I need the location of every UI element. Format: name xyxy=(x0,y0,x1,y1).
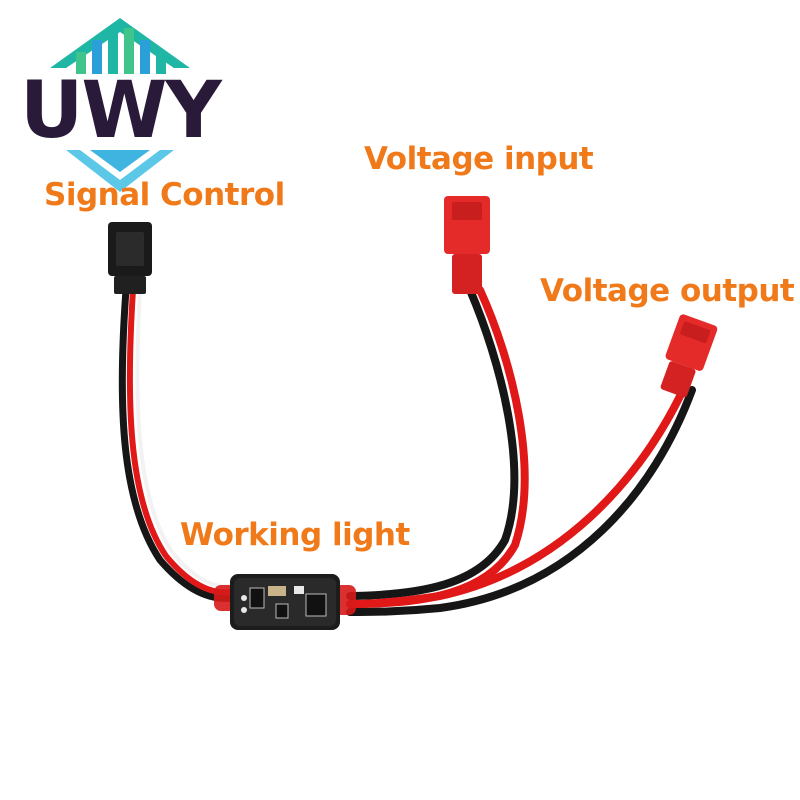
logo-top-chevrons xyxy=(50,18,190,74)
callout-signal-control: Signal Control xyxy=(44,177,285,213)
output-wires xyxy=(346,384,696,616)
logo-wordmark: UWY xyxy=(20,66,222,156)
callout-working-light: Working light xyxy=(180,517,410,553)
switch-circuit-board xyxy=(230,574,340,630)
servo-signal-connector xyxy=(108,222,152,294)
callout-voltage-input: Voltage input xyxy=(364,141,594,177)
voltage-input-connector xyxy=(444,196,490,294)
signal-wires xyxy=(118,286,236,602)
callout-voltage-output: Voltage output xyxy=(540,273,795,309)
logo-bottom-chevron xyxy=(66,150,174,192)
input-wires xyxy=(346,286,529,608)
uwy-logo xyxy=(50,18,190,192)
voltage-output-connector xyxy=(660,314,718,398)
